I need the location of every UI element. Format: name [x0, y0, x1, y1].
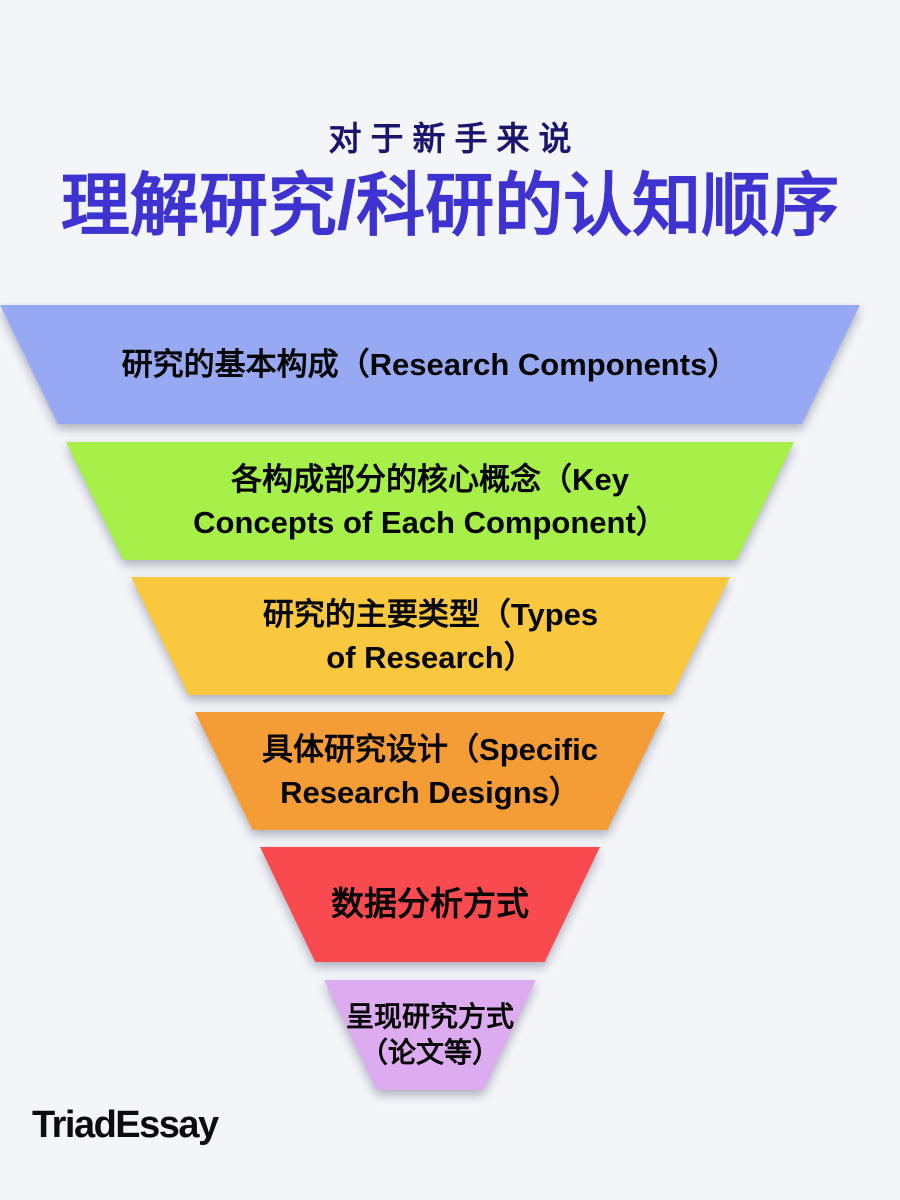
funnel-level-presentation-of-research: 呈现研究方式 （论文等） [324, 980, 536, 1090]
funnel-trapezoid: 各构成部分的核心概念（Key Concepts of Each Componen… [66, 442, 794, 560]
funnel-level-label: Research Designs） [280, 775, 580, 810]
funnel-level-label: 数据分析方式 [331, 885, 529, 923]
funnel-level-label: （论文等） [359, 1037, 500, 1068]
funnel-level-label: 研究的主要类型（Types [262, 596, 599, 632]
funnel-level-data-analysis-methods: 数据分析方式 [260, 847, 600, 962]
funnel-level-label: 呈现研究方式 [345, 1000, 514, 1032]
funnel-level-types-of-research: 研究的主要类型（Types of Research） [131, 577, 730, 695]
funnel-level-label: Concepts of Each Component） [193, 505, 667, 540]
funnel-level-key-concepts: 各构成部分的核心概念（Key Concepts of Each Componen… [66, 442, 794, 560]
header: 对于新手来说 理解研究/科研的认知顺序 [0, 112, 900, 244]
funnel-level-label: 各构成部分的核心概念（Key [231, 461, 629, 497]
funnel-trapezoid: 研究的基本构成（Research Components） [0, 305, 860, 424]
funnel-trapezoid: 数据分析方式 [260, 847, 600, 962]
triadessay-logo: TriadEssay [32, 1104, 219, 1146]
funnel-trapezoid: 研究的主要类型（Types of Research） [131, 577, 730, 695]
funnel-trapezoid: 呈现研究方式 （论文等） [324, 980, 536, 1090]
page-title: 理解研究/科研的认知顺序 [60, 167, 840, 244]
funnel-level-specific-research-designs: 具体研究设计（Specific Research Designs） [195, 712, 665, 830]
funnel-level-research-components: 研究的基本构成（Research Components） [0, 305, 860, 424]
funnel-level-label: 具体研究设计（Specific [262, 731, 598, 767]
funnel-level-label: 研究的基本构成（Research Components） [121, 346, 739, 382]
funnel-level-label: of Research） [326, 640, 535, 675]
funnel-trapezoid: 具体研究设计（Specific Research Designs） [195, 712, 665, 830]
page-subtitle: 对于新手来说 [328, 120, 581, 157]
